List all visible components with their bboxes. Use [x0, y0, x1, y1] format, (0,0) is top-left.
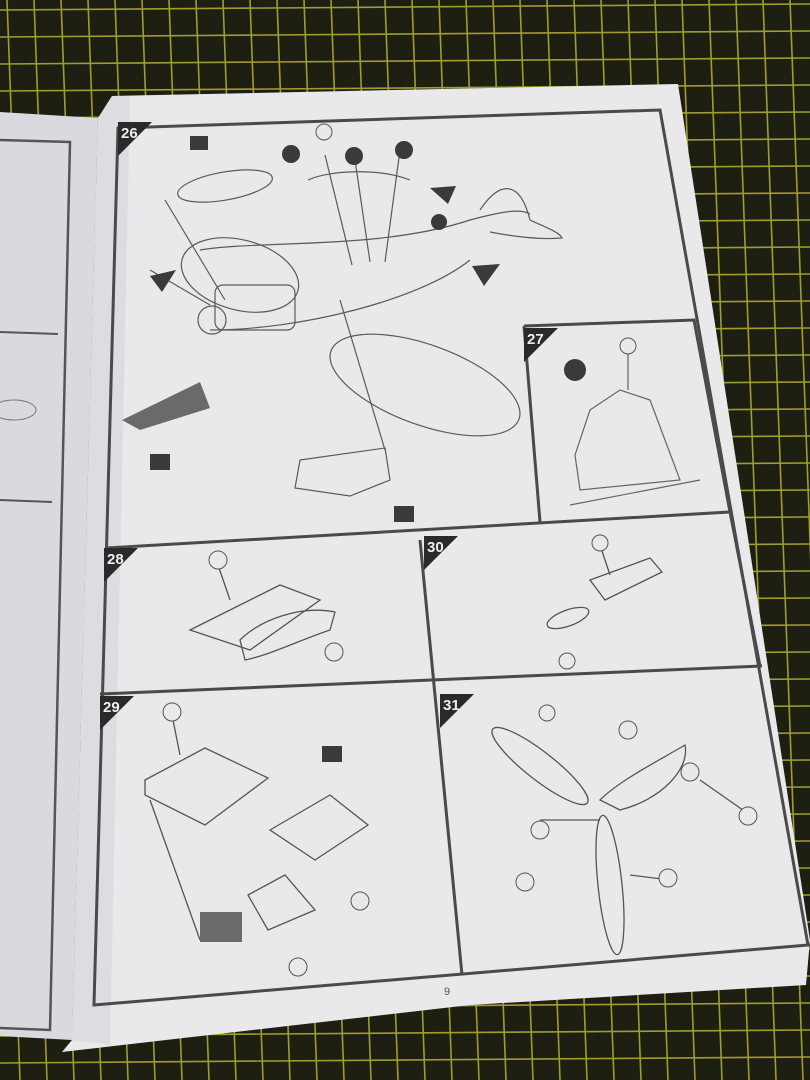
step-badge-31: 31: [440, 694, 474, 728]
grid-line: [0, 57, 810, 65]
step-number: 30: [427, 539, 444, 556]
step-number: 28: [107, 551, 124, 568]
step-number: 27: [527, 331, 544, 348]
page-number: 9: [444, 986, 451, 998]
step-number: 31: [443, 697, 460, 714]
step-badge-27: 27: [524, 328, 558, 362]
grid-line: [0, 30, 810, 38]
left-page: [0, 112, 98, 1040]
aircraft-assembly-drawing: [149, 149, 563, 497]
step-number: 26: [121, 125, 138, 142]
right-page: [62, 84, 810, 1052]
step-number: 29: [103, 699, 120, 716]
step-badge-28: 28: [104, 548, 138, 582]
grid-line: [789, 0, 810, 562]
step-badge-30: 30: [424, 536, 458, 570]
step-badge-29: 29: [100, 696, 134, 730]
grid-line: [0, 1056, 810, 1064]
dark-part-box: [200, 912, 242, 942]
step-badge-26: 26: [118, 122, 152, 156]
gear-door-part: [122, 382, 210, 430]
grid-line: [0, 3, 810, 11]
